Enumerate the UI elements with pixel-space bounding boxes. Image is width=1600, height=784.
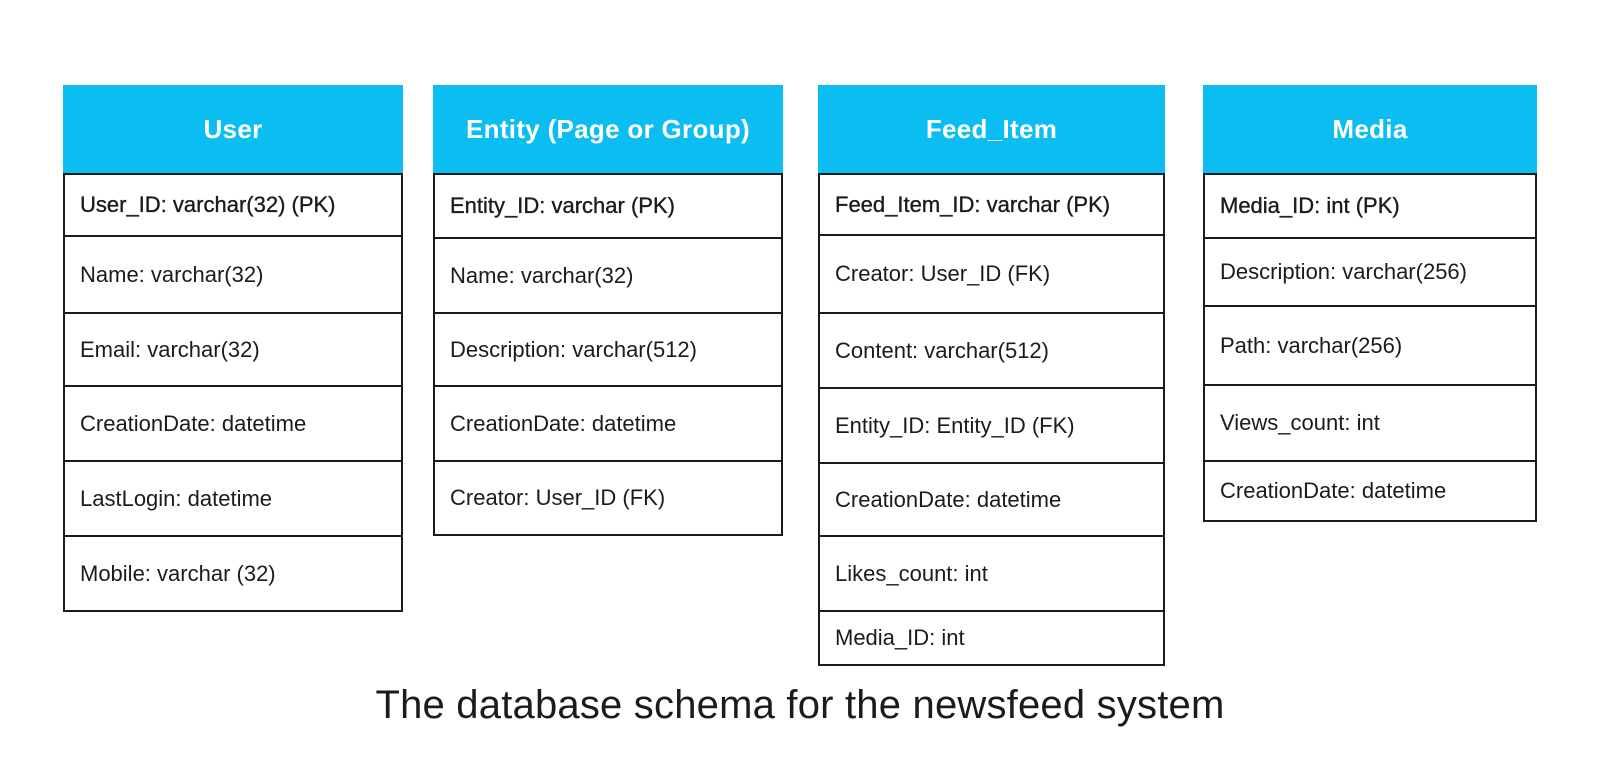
table-row: Entity_ID: varchar (PK) xyxy=(450,193,675,218)
table-row: CreationDate: datetime xyxy=(65,385,401,460)
table-rows: Media_ID: int (PK) Description: varchar(2… xyxy=(1203,173,1537,522)
table-row: Path: varchar(256) xyxy=(1205,305,1535,384)
table-row: Name: varchar(32) xyxy=(435,237,781,312)
table-header: Feed_Item xyxy=(818,85,1165,173)
table-row: Name: varchar(32) xyxy=(65,235,401,312)
table-rows: Entity_ID: varchar (PK) Name: varchar(32)… xyxy=(433,173,783,536)
diagram-caption: The database schema for the newsfeed sys… xyxy=(375,683,1225,727)
table-row: Description: varchar(256) xyxy=(1205,237,1535,305)
table-row: Media_ID: int (PK) xyxy=(1220,193,1400,218)
table-row: Description: varchar(512) xyxy=(435,312,781,385)
table-row: Email: varchar(32) xyxy=(65,312,401,385)
table-header: Entity (Page or Group) xyxy=(433,85,783,173)
table-row: Creator: User_ID (FK) xyxy=(435,460,781,534)
table-row: CreationDate: datetime xyxy=(435,385,781,460)
table-row: Creator: User_ID (FK) xyxy=(820,234,1163,312)
table-row: LastLogin: datetime xyxy=(65,460,401,535)
table-row: User_ID: varchar(32) (PK) xyxy=(80,192,336,217)
table-row: CreationDate: datetime xyxy=(820,462,1163,535)
table-header: Media xyxy=(1203,85,1537,173)
table-row: CreationDate: datetime xyxy=(1205,460,1535,520)
table-rows: Feed_Item_ID: varchar (PK) Creator: User_… xyxy=(818,173,1165,666)
table-row: Views_count: int xyxy=(1205,384,1535,460)
table-rows: User_ID: varchar(32) (PK) Name: varchar(3… xyxy=(63,173,403,612)
table-row: Content: varchar(512) xyxy=(820,312,1163,387)
table-row: Media_ID: int xyxy=(820,610,1163,664)
table-header: User xyxy=(63,85,403,173)
table-row: Mobile: varchar (32) xyxy=(65,535,401,610)
table-row: Entity_ID: Entity_ID (FK) xyxy=(820,387,1163,462)
table-row: Likes_count: int xyxy=(820,535,1163,610)
table-row: Feed_Item_ID: varchar (PK) xyxy=(835,191,1111,217)
table-entity-page-or-group: Entity (Page or Group)Entity_ID: varchar… xyxy=(433,85,783,536)
